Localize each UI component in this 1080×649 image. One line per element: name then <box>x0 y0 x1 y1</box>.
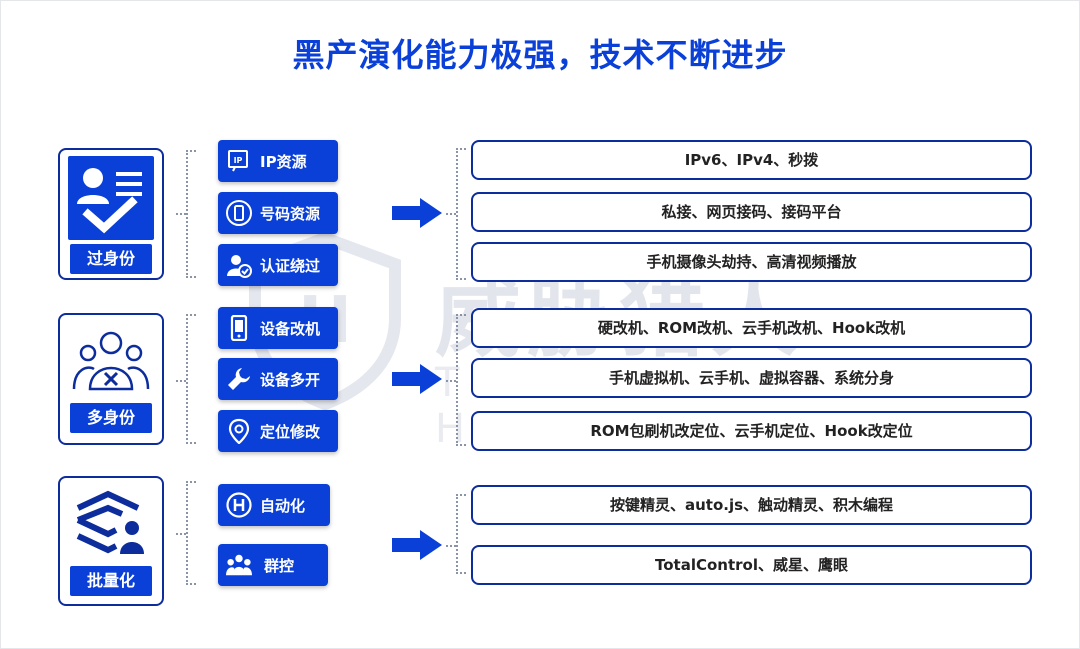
tool-group-control[interactable]: 群控 <box>218 544 328 586</box>
description-box: 手机虚拟机、云手机、虚拟容器、系统分身 <box>471 358 1032 398</box>
connector <box>446 380 456 382</box>
location-pin-icon <box>226 418 252 444</box>
description-box: TotalControl、威星、鹰眼 <box>471 545 1032 585</box>
connector <box>446 545 456 547</box>
connector <box>176 213 186 215</box>
automation-icon <box>226 492 252 518</box>
arrow-right-icon <box>392 530 442 560</box>
arrow-right-icon <box>392 198 442 228</box>
tool-label: 认证绕过 <box>260 256 321 275</box>
tool-device-modify[interactable]: 设备改机 <box>218 307 338 349</box>
category-card-identity: 过身份 <box>58 148 164 280</box>
bracket <box>186 150 196 278</box>
bracket <box>186 481 196 585</box>
category-label: 过身份 <box>70 244 152 274</box>
tool-label: 群控 <box>264 556 295 575</box>
user-verify-icon <box>226 252 252 278</box>
tool-label: 号码资源 <box>260 204 321 223</box>
tool-ip-resource[interactable]: IP IP资源 <box>218 140 338 182</box>
category-label: 批量化 <box>70 566 152 596</box>
mobile-device-icon <box>226 315 252 341</box>
connector <box>176 533 186 535</box>
description-box: 手机摄像头劫持、高清视频播放 <box>471 242 1032 282</box>
category-label: 多身份 <box>70 403 152 433</box>
tool-device-multi-open[interactable]: 设备多开 <box>218 358 338 400</box>
batch-stack-icon <box>68 484 154 568</box>
category-card-batch: 批量化 <box>58 476 164 606</box>
description-box: 私接、网页接码、接码平台 <box>471 192 1032 232</box>
bracket <box>456 148 466 280</box>
phone-icon <box>226 200 252 226</box>
id-card-check-icon <box>68 156 154 244</box>
tool-phone-number[interactable]: 号码资源 <box>218 192 338 234</box>
tool-automation[interactable]: 自动化 <box>218 484 330 526</box>
page-title: 黑产演化能力极强，技术不断进步 <box>292 36 788 74</box>
wrench-icon <box>226 366 252 392</box>
bracket <box>456 314 466 446</box>
group-control-icon <box>226 552 252 578</box>
multi-user-icon <box>68 321 154 409</box>
description-box: IPv6、IPv4、秒拨 <box>471 140 1032 180</box>
connector <box>446 213 456 215</box>
tool-label: 自动化 <box>260 496 306 515</box>
tool-location-modify[interactable]: 定位修改 <box>218 410 338 452</box>
bracket <box>456 494 466 574</box>
tool-label: 设备改机 <box>260 319 321 338</box>
tool-auth-bypass[interactable]: 认证绕过 <box>218 244 338 286</box>
tool-label: 定位修改 <box>260 422 321 441</box>
description-box: ROM包刷机改定位、云手机定位、Hook改定位 <box>471 411 1032 451</box>
arrow-right-icon <box>392 364 442 394</box>
ip-icon: IP <box>226 148 252 174</box>
category-card-multi-identity: 多身份 <box>58 313 164 445</box>
description-box: 硬改机、ROM改机、云手机改机、Hook改机 <box>471 308 1032 348</box>
tool-label: IP资源 <box>260 152 307 171</box>
tool-label: 设备多开 <box>260 370 321 389</box>
svg-text:IP: IP <box>234 156 243 165</box>
bracket <box>186 314 196 444</box>
connector <box>176 380 186 382</box>
description-box: 按键精灵、auto.js、触动精灵、积木编程 <box>471 485 1032 525</box>
